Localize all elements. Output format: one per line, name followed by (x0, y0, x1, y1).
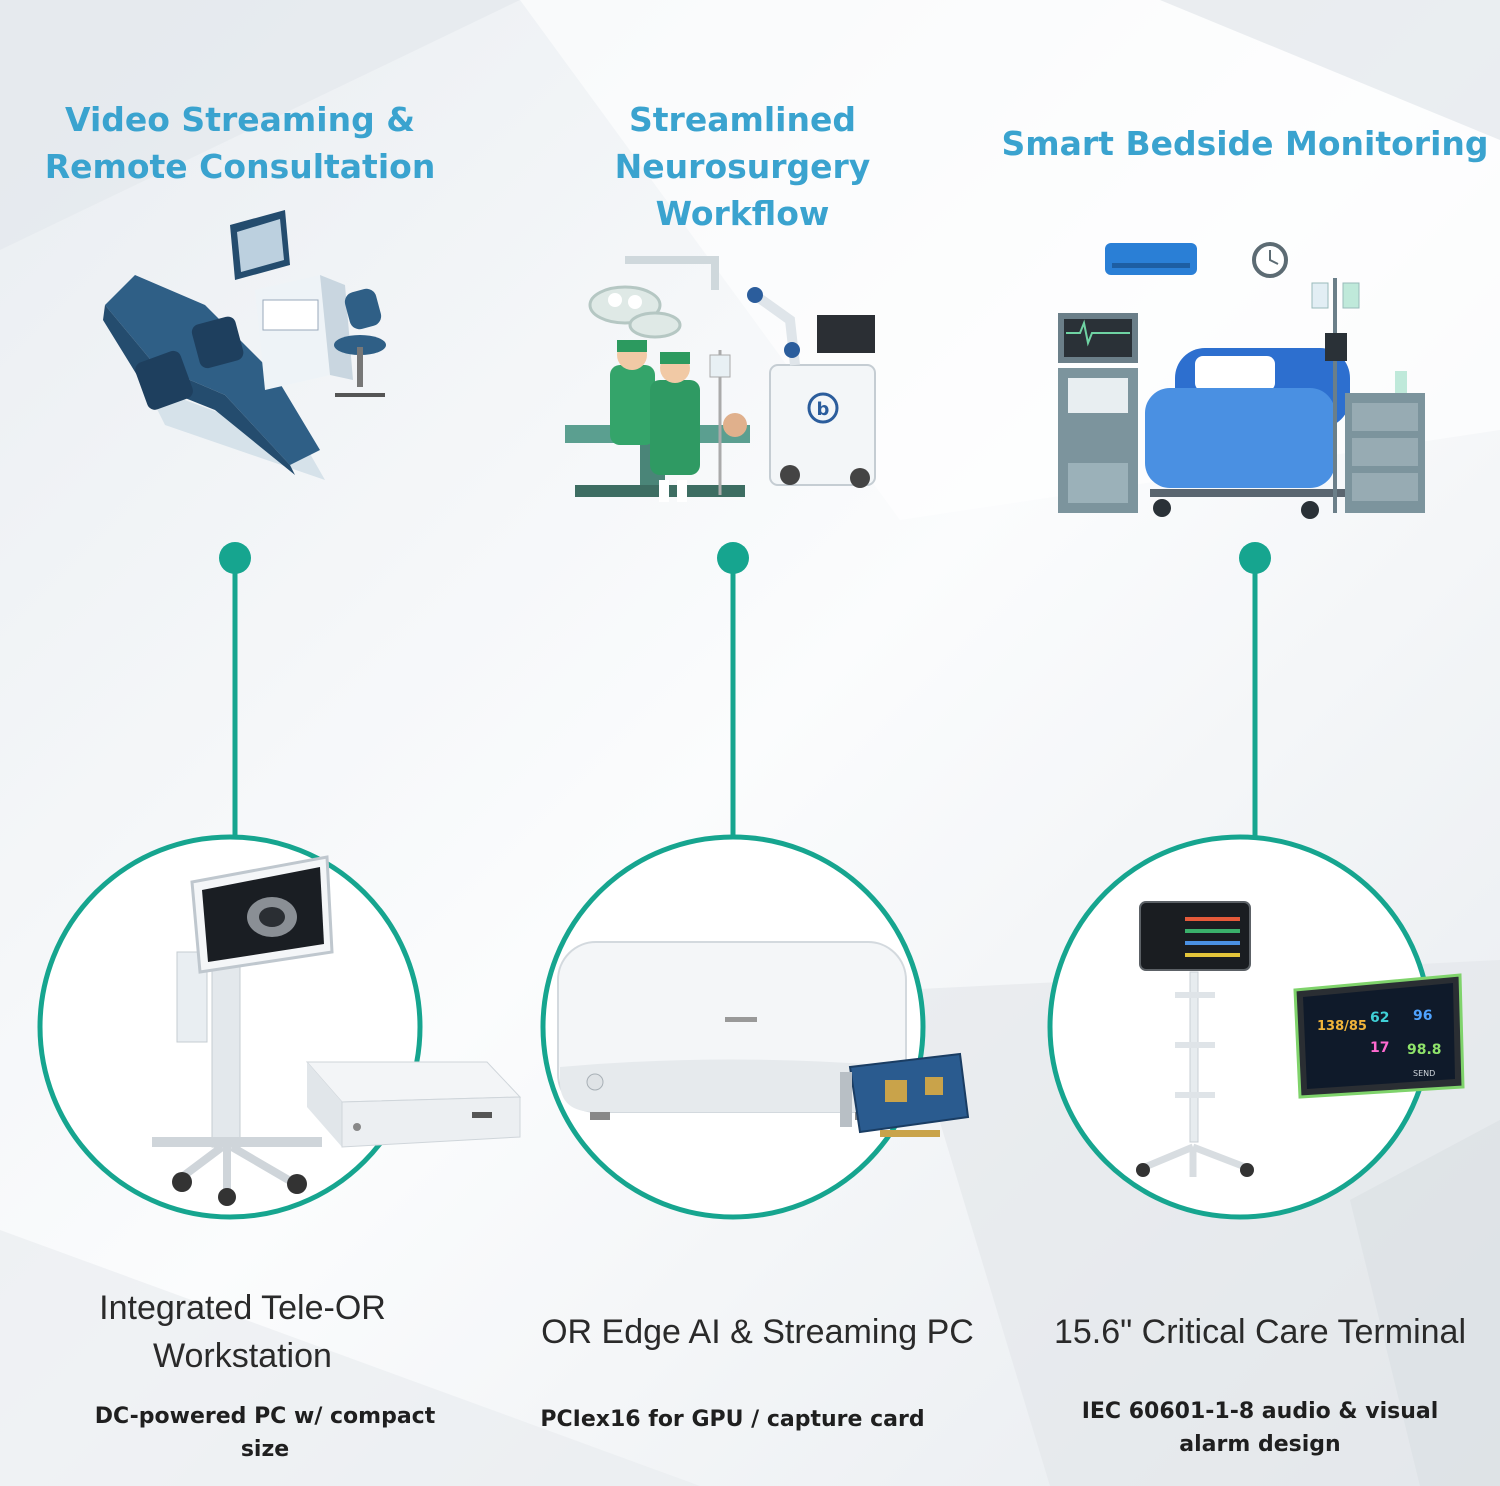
column-2-heading-line-2: Workflow (655, 194, 830, 233)
edge-ai-pc-icon (540, 834, 970, 1220)
dental-chair-workstation-icon (103, 210, 386, 480)
terminal-temp-readout: 98.8 (1407, 1042, 1442, 1058)
product-1-feature: DC-powered PC w/ compact size (60, 1400, 470, 1466)
product-2-feature-line-1: PCIex16 for GPU / capture card (540, 1407, 925, 1432)
product-3-feature-line-1: IEC 60601-1-8 audio & visual (1081, 1399, 1439, 1424)
column-3-heading-line-1: Smart Bedside Monitoring (1001, 124, 1489, 163)
terminal-bp-readout: 138/85 (1317, 1019, 1367, 1034)
terminal-spo2-readout: 96 (1413, 1008, 1432, 1024)
connector-3 (1238, 541, 1272, 841)
tele-or-workstation-icon (37, 834, 522, 1220)
column-3-heading: Smart Bedside Monitoring (1000, 120, 1490, 167)
product-3-feature-line-2: alarm design (1179, 1432, 1341, 1457)
product-1-name: Integrated Tele-OR Workstation (40, 1284, 445, 1380)
terminal-rr-readout: 17 (1370, 1040, 1389, 1056)
product-2-name: OR Edge AI & Streaming PC (520, 1308, 995, 1356)
operating-room-icon: b (565, 256, 876, 502)
product-1-feature-line-2: size (240, 1437, 290, 1462)
terminal-send-button: SEND (1413, 1069, 1435, 1078)
product-3-name: 15.6" Critical Care Terminal (1030, 1308, 1490, 1356)
column-2-heading: Streamlined Neurosurgery Workflow (505, 96, 980, 237)
product-1-name-line-2: Workstation (153, 1337, 332, 1375)
terminal-hr-readout: 62 (1370, 1010, 1389, 1026)
product-2-name-line-1: OR Edge AI & Streaming PC (541, 1313, 974, 1351)
product-3-name-line-1: 15.6" Critical Care Terminal (1053, 1313, 1467, 1351)
column-2-heading-line-1: Streamlined Neurosurgery (614, 100, 871, 186)
product-3-feature: IEC 60601-1-8 audio & visual alarm desig… (1050, 1395, 1470, 1461)
product-1-feature-line-1: DC-powered PC w/ compact (94, 1404, 436, 1429)
connector-1 (218, 541, 252, 841)
column-1-heading-line-1: Video Streaming & (65, 100, 415, 139)
robot-brand-mark: b (817, 399, 830, 420)
product-1-name-line-1: Integrated Tele-OR (99, 1289, 386, 1327)
hospital-bed-icon (1058, 242, 1425, 519)
connector-2 (716, 541, 750, 841)
column-1-heading-line-2: Remote Consultation (44, 147, 436, 186)
column-1-heading: Video Streaming & Remote Consultation (20, 96, 460, 190)
product-2-feature: PCIex16 for GPU / capture card (525, 1403, 940, 1436)
critical-care-terminal-icon: 138/85 62 96 17 98.8 SEND (1047, 834, 1465, 1220)
